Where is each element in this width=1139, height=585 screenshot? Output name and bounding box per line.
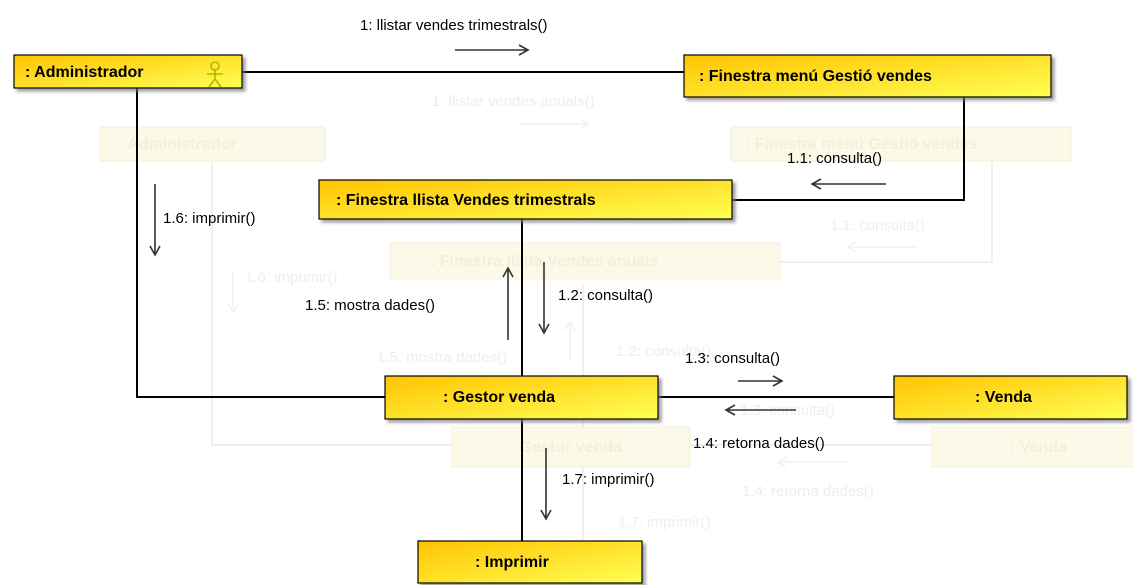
link-admin-gestor <box>136 88 385 398</box>
msg-1-3-arrow <box>738 375 784 387</box>
box-gestor-venda-frame <box>384 375 659 420</box>
actor-icon <box>207 61 223 88</box>
links <box>136 71 965 541</box>
label-venda: : Venda <box>975 389 1032 406</box>
ghost-msg-1-5: 1.5: mostra dades() <box>377 349 507 366</box>
msg-1-label: 1: llistar vendes trimestrals() <box>360 17 548 34</box>
ghost-label-administrador: : Administrador <box>118 136 237 153</box>
msg-1-6-label: 1.6: imprimir() <box>163 210 256 227</box>
msg-1-6-arrow <box>149 184 161 257</box>
ghost-arrow-1-1 <box>846 241 918 253</box>
ghost-diagram: : Administrador : Finestra menú Gestió v… <box>99 93 1133 570</box>
box-imprimir[interactable]: : Imprimir <box>417 540 643 584</box>
msg-1-5-arrow <box>502 266 514 340</box>
ghost-msg-1-4: 1.4: retorna dades() <box>742 483 874 500</box>
box-administrador-frame <box>13 54 243 89</box>
msg-1-1-label: 1.1: consulta() <box>787 150 882 167</box>
ghost-box-gestor <box>451 426 691 468</box>
ghost-box-finestra-menu <box>730 126 1072 162</box>
label-imprimir: : Imprimir <box>475 554 549 571</box>
box-administrador[interactable]: : Administrador <box>13 54 243 89</box>
msg-1-1-arrow <box>810 178 886 190</box>
ghost-box-venda <box>931 426 1133 468</box>
ghost-msg-1-6: 1.6: imprimir() <box>245 269 338 286</box>
msg-1-7-label: 1.7: imprimir() <box>562 471 655 488</box>
ghost-msg-1-7: 1.7: imprimir() <box>618 514 711 531</box>
msg-1-3-label: 1.3: consulta() <box>685 350 780 367</box>
ghost-box-finestra-llista <box>389 242 781 280</box>
label-finestra-llista: : Finestra llista Vendes trimestrals <box>336 192 596 209</box>
ghost-label-finestra-menu: : Finestra menú Gestió vendes <box>745 136 978 153</box>
box-imprimir-frame <box>417 540 643 584</box>
ghost-arrow-1 <box>520 118 590 130</box>
label-finestra-menu: : Finestra menú Gestió vendes <box>699 68 932 85</box>
ghost-label-venda: : Venda <box>1010 439 1067 456</box>
ghost-msg-1-2: 1.2: consulta() <box>616 343 711 360</box>
msg-1-2-label: 1.2: consulta() <box>558 287 653 304</box>
box-finestra-menu[interactable]: : Finestra menú Gestió vendes <box>683 54 1052 98</box>
messages: 1: llistar vendes trimestrals() 1.1: con… <box>149 17 886 521</box>
msg-1-4-arrow <box>724 404 796 416</box>
ghost-link-admin-gestor <box>211 145 452 446</box>
box-venda[interactable]: : Venda <box>893 375 1128 420</box>
box-finestra-llista[interactable]: : Finestra llista Vendes trimestrals <box>318 179 733 220</box>
msg-1-5-label: 1.5: mostra dades() <box>305 297 435 314</box>
msg-1-2-arrow <box>538 262 550 335</box>
ghost-label-finestra-llista: : Finestra llista Vendes anuals <box>430 253 659 270</box>
box-gestor-venda[interactable]: : Gestor venda <box>384 375 659 420</box>
box-venda-frame <box>893 375 1128 420</box>
msg-1-arrow <box>455 44 530 56</box>
ghost-arrow-1-4 <box>776 456 848 468</box>
box-finestra-menu-frame <box>683 54 1052 98</box>
label-administrador: : Administrador <box>25 64 144 81</box>
label-gestor-venda: : Gestor venda <box>443 389 555 406</box>
msg-1-7-arrow <box>540 448 552 521</box>
ghost-msg-1-1: 1.1: consulta() <box>830 217 925 234</box>
ghost-label-gestor: : Gestor venda <box>510 439 622 456</box>
ghost-link-menu-llista <box>780 160 993 263</box>
msg-1-4-label: 1.4: retorna dades() <box>693 435 825 452</box>
link-menu-llista <box>732 97 965 201</box>
ghost-arrow-1-6 <box>227 272 239 314</box>
ghost-arrow-1-5 <box>564 320 576 362</box>
box-finestra-llista-frame <box>318 179 733 220</box>
ghost-msg-1: 1: llistar vendes anuals() <box>432 93 595 110</box>
